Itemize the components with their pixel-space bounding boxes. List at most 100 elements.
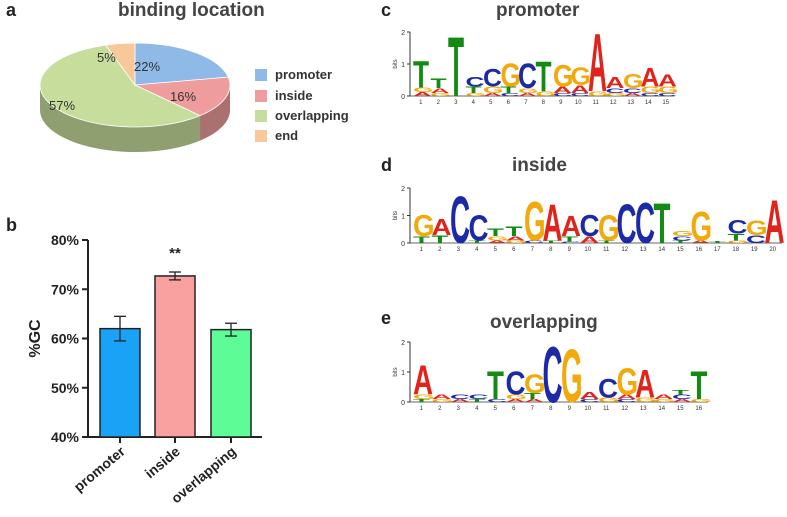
pie-side-overlapping xyxy=(40,85,201,153)
logo-position-label: 13 xyxy=(627,100,634,106)
logo-y-tick: 0 xyxy=(401,94,405,101)
logo-position-label: 10 xyxy=(575,100,582,106)
logo-letter-T: T xyxy=(598,240,615,244)
legend-label-promoter: promoter xyxy=(275,67,333,82)
logo-letter-G: G xyxy=(623,70,643,92)
significance-annotation: ** xyxy=(169,245,181,262)
logo-letter-G: G xyxy=(506,240,528,244)
legend-swatch-promoter xyxy=(255,68,267,81)
logo-letter-G: G xyxy=(617,361,639,403)
logo-position-label: 17 xyxy=(714,247,721,253)
logo-position-label: 6 xyxy=(507,100,511,106)
logo-position-label: 7 xyxy=(531,406,535,412)
legend-item-end: end xyxy=(255,128,298,143)
pie-slice-end xyxy=(104,42,136,87)
logo-position-label: 7 xyxy=(531,247,535,253)
logo-position-label: 2 xyxy=(438,247,442,253)
logo-letter-C: C xyxy=(617,194,637,256)
logo-letter-G: G xyxy=(431,92,451,97)
logo-letter-G: G xyxy=(598,397,620,404)
legend-item-inside: inside xyxy=(255,88,313,103)
logo-letter-C: C xyxy=(469,394,489,401)
logo-position-label: 1 xyxy=(419,100,423,106)
logo-y-tick: 2 xyxy=(401,340,405,347)
logo-letter-G: G xyxy=(635,397,657,404)
logo-position-label: 15 xyxy=(662,100,669,106)
logo-letter-T: T xyxy=(561,235,579,243)
logo-letter-A: A xyxy=(553,85,572,95)
pie-label-promoter: 22% xyxy=(134,59,160,74)
logo-letter-G: G xyxy=(598,208,620,248)
logo-letter-G: G xyxy=(571,64,591,91)
logo-position-label: 8 xyxy=(542,100,546,106)
logo-letter-G: G xyxy=(518,87,538,94)
logo-position-label: 15 xyxy=(677,406,684,412)
logo-position-label: 2 xyxy=(438,406,442,412)
logo-letter-A: A xyxy=(654,394,674,401)
logo-position-label: 1 xyxy=(420,247,424,253)
logo-position-label: 19 xyxy=(751,247,758,253)
logo-letter-A: A xyxy=(413,357,433,404)
logo-letter-G: G xyxy=(413,210,435,244)
logo-letter-T: T xyxy=(487,226,504,238)
logo-letter-T: T xyxy=(501,85,517,95)
logo-letter-C: C xyxy=(606,87,625,94)
error-bar-inside xyxy=(169,271,181,281)
logo-position-label: 14 xyxy=(658,406,665,412)
logo-letter-T: T xyxy=(672,389,690,396)
logo-letter-G: G xyxy=(413,394,435,401)
error-bar-promoter xyxy=(114,315,126,342)
logo-letter-A: A xyxy=(580,235,600,246)
logo-position-label: 9 xyxy=(568,247,572,253)
logo-letter-T: T xyxy=(469,240,486,244)
logo-letter-G: G xyxy=(691,202,713,249)
logo-letter-A: A xyxy=(506,398,526,403)
logo-position-label: 7 xyxy=(524,100,528,106)
logo-position-label: 14 xyxy=(658,247,665,253)
logo-letter-T: T xyxy=(709,240,726,243)
x-tick-label-inside: inside xyxy=(142,443,183,481)
logo-letter-T: T xyxy=(487,364,504,408)
logo-letter-G: G xyxy=(432,398,454,403)
logo-position-label: 10 xyxy=(584,406,591,412)
logo-title-inside: inside xyxy=(512,155,567,176)
bar-promoter xyxy=(99,327,141,438)
logo-letter-A: A xyxy=(432,215,452,240)
logo-letter-T: T xyxy=(469,398,486,403)
legend-swatch-inside xyxy=(255,89,267,102)
logo-position-label: 12 xyxy=(610,100,617,106)
logo-letter-C: C xyxy=(580,210,600,244)
logo-letter-A: A xyxy=(765,189,785,257)
logo-position-label: 6 xyxy=(512,247,516,253)
logo-letter-G: G xyxy=(561,336,583,419)
logo-letter-C: C xyxy=(524,240,544,244)
y-tick-label: 50% xyxy=(51,380,80,396)
logo-letter-C: C xyxy=(543,336,563,419)
logo-position-label: 11 xyxy=(603,406,610,412)
logo-letter-A: A xyxy=(588,24,607,109)
logo-letter-A: A xyxy=(518,92,538,97)
logo-letter-T: T xyxy=(654,191,671,256)
logo-letter-G: G xyxy=(654,398,676,403)
logo-position-label: 15 xyxy=(677,247,684,253)
logo-position-label: 16 xyxy=(695,406,702,412)
logo-position-label: 4 xyxy=(475,406,479,412)
logo-letter-A: A xyxy=(561,210,581,243)
logo-letter-A: A xyxy=(580,390,600,401)
bar-inside xyxy=(154,275,196,438)
logo-y-tick: 1 xyxy=(401,214,405,221)
logo-letter-A: A xyxy=(487,240,507,244)
pie-title: binding location xyxy=(118,0,265,21)
panel-letter-c: c xyxy=(381,0,392,20)
logo-position-label: 6 xyxy=(512,406,516,412)
logo-letter-C: C xyxy=(518,56,537,96)
logo-position-label: 5 xyxy=(494,247,498,253)
logo-letter-G: G xyxy=(536,90,556,97)
logo-position-label: 9 xyxy=(568,406,572,412)
logo-letter-C: C xyxy=(598,373,618,404)
logo-position-label: 2 xyxy=(437,100,441,106)
logo-letter-T: T xyxy=(432,233,449,245)
logo-position-label: 12 xyxy=(621,247,628,253)
logo-letter-C: C xyxy=(746,233,766,245)
